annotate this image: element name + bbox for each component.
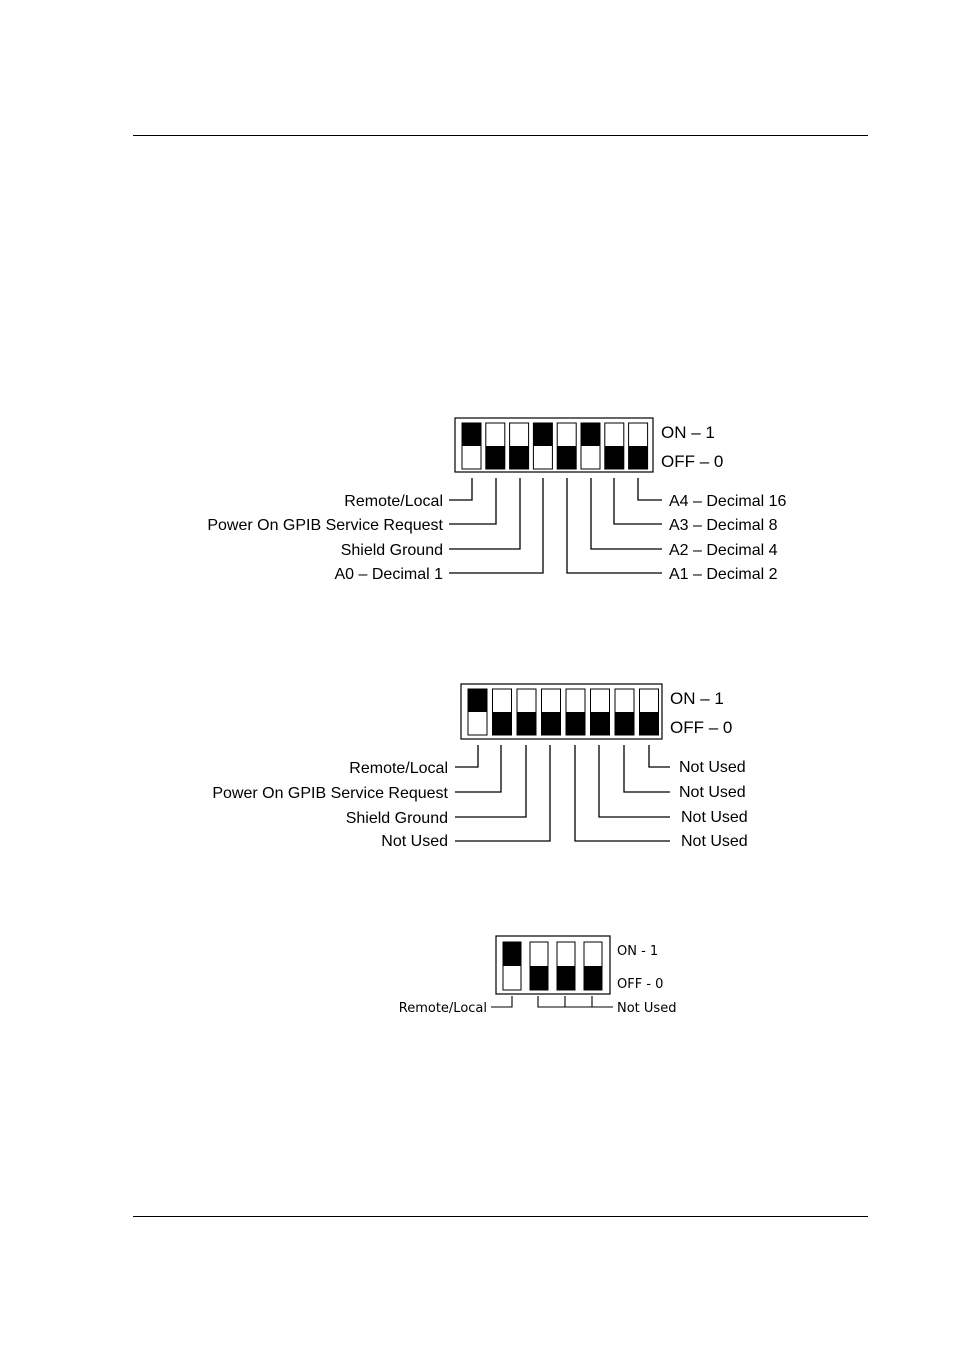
- right-label: Not Used: [617, 1001, 676, 1016]
- left-label-4: Not Used: [381, 833, 448, 850]
- dip-switch-3: [556, 941, 576, 991]
- switch-lever-off: [492, 712, 512, 735]
- switch-lever-off: [509, 446, 529, 469]
- switch-lever-on: [533, 423, 553, 446]
- off-label: OFF – 0: [661, 452, 723, 471]
- off-label: OFF - 0: [617, 977, 663, 992]
- switch-bank: [461, 422, 649, 470]
- right-label-2: A3 – Decimal 8: [669, 517, 778, 534]
- right-label-4: Not Used: [681, 833, 748, 850]
- dip-switch-5: [556, 422, 577, 470]
- switch-lever-on: [468, 689, 487, 712]
- switch-lever-off: [639, 712, 659, 735]
- switch-lever-off: [604, 446, 624, 469]
- switch-lever-off: [584, 966, 602, 990]
- dip-switch-1: [467, 688, 488, 736]
- dip-switch-diagram-1: ON – 1 OFF – 0 Remote/Local Power On GPI…: [207, 417, 786, 583]
- right-label-1: Not Used: [679, 759, 746, 776]
- switch-lever-off: [557, 966, 575, 990]
- dip-switch-diagram-3: ON - 1 OFF - 0 Remote/Local Not Used: [399, 935, 676, 1016]
- dip-switch-8: [628, 422, 649, 470]
- dip-switch-8: [639, 688, 659, 736]
- dip-switch-4: [532, 422, 553, 470]
- switch-lever-off: [485, 446, 505, 469]
- switch-lever-off: [530, 966, 548, 990]
- switch-lever-off: [615, 712, 634, 735]
- dip-switch-6: [590, 688, 610, 736]
- left-label-1: Remote/Local: [349, 760, 448, 777]
- dip-switch-3: [516, 688, 537, 736]
- dip-switch-7: [604, 422, 625, 470]
- header-rule: [133, 135, 868, 136]
- left-label: Remote/Local: [399, 1001, 487, 1016]
- dip-switch-diagram-2: ON – 1 OFF – 0 Remote/Local Power On GPI…: [212, 683, 748, 850]
- switch-lever-off: [557, 446, 577, 469]
- dip-switch-1: [502, 941, 522, 991]
- off-label: OFF – 0: [670, 718, 732, 737]
- right-label-3: A2 – Decimal 4: [669, 542, 778, 559]
- dip-switch-2: [485, 422, 506, 470]
- left-label-3: Shield Ground: [341, 542, 443, 559]
- right-label-2: Not Used: [679, 784, 746, 801]
- dip-switch-1: [461, 422, 482, 470]
- switch-bank: [467, 688, 659, 736]
- leader-lines: [449, 478, 662, 574]
- on-label: ON – 1: [670, 689, 724, 708]
- left-label-4: A0 – Decimal 1: [335, 566, 444, 583]
- switch-lever-off: [628, 446, 648, 469]
- dip-switch-4: [541, 688, 561, 736]
- leader-lines: [455, 745, 670, 842]
- switch-lever-off: [590, 712, 610, 735]
- dip-switch-7: [614, 688, 635, 736]
- dip-switch-5: [565, 688, 586, 736]
- right-label-4: A1 – Decimal 2: [669, 566, 778, 583]
- right-label-3: Not Used: [681, 809, 748, 826]
- dip-switch-3: [509, 422, 530, 470]
- switch-lever-on: [581, 423, 600, 446]
- switch-lever-off: [566, 712, 585, 735]
- left-label-1: Remote/Local: [344, 493, 443, 510]
- dip-switch-2: [492, 688, 512, 736]
- left-label-2: Power On GPIB Service Request: [212, 785, 448, 802]
- dip-switch-2: [529, 941, 549, 991]
- left-label-3: Shield Ground: [346, 810, 448, 827]
- switch-lever-on: [462, 423, 481, 446]
- leader-lines: [491, 996, 613, 1008]
- on-label: ON - 1: [617, 944, 658, 959]
- switch-lever-off: [541, 712, 561, 735]
- dip-switch-4: [583, 941, 603, 991]
- left-label-2: Power On GPIB Service Request: [207, 517, 443, 534]
- switch-bank: [502, 941, 603, 991]
- switch-lever-on: [503, 942, 521, 966]
- footer-rule: [133, 1216, 868, 1217]
- dip-switch-6: [580, 422, 601, 470]
- switch-lever-off: [517, 712, 536, 735]
- on-label: ON – 1: [661, 423, 715, 442]
- right-label-1: A4 – Decimal 16: [669, 493, 786, 510]
